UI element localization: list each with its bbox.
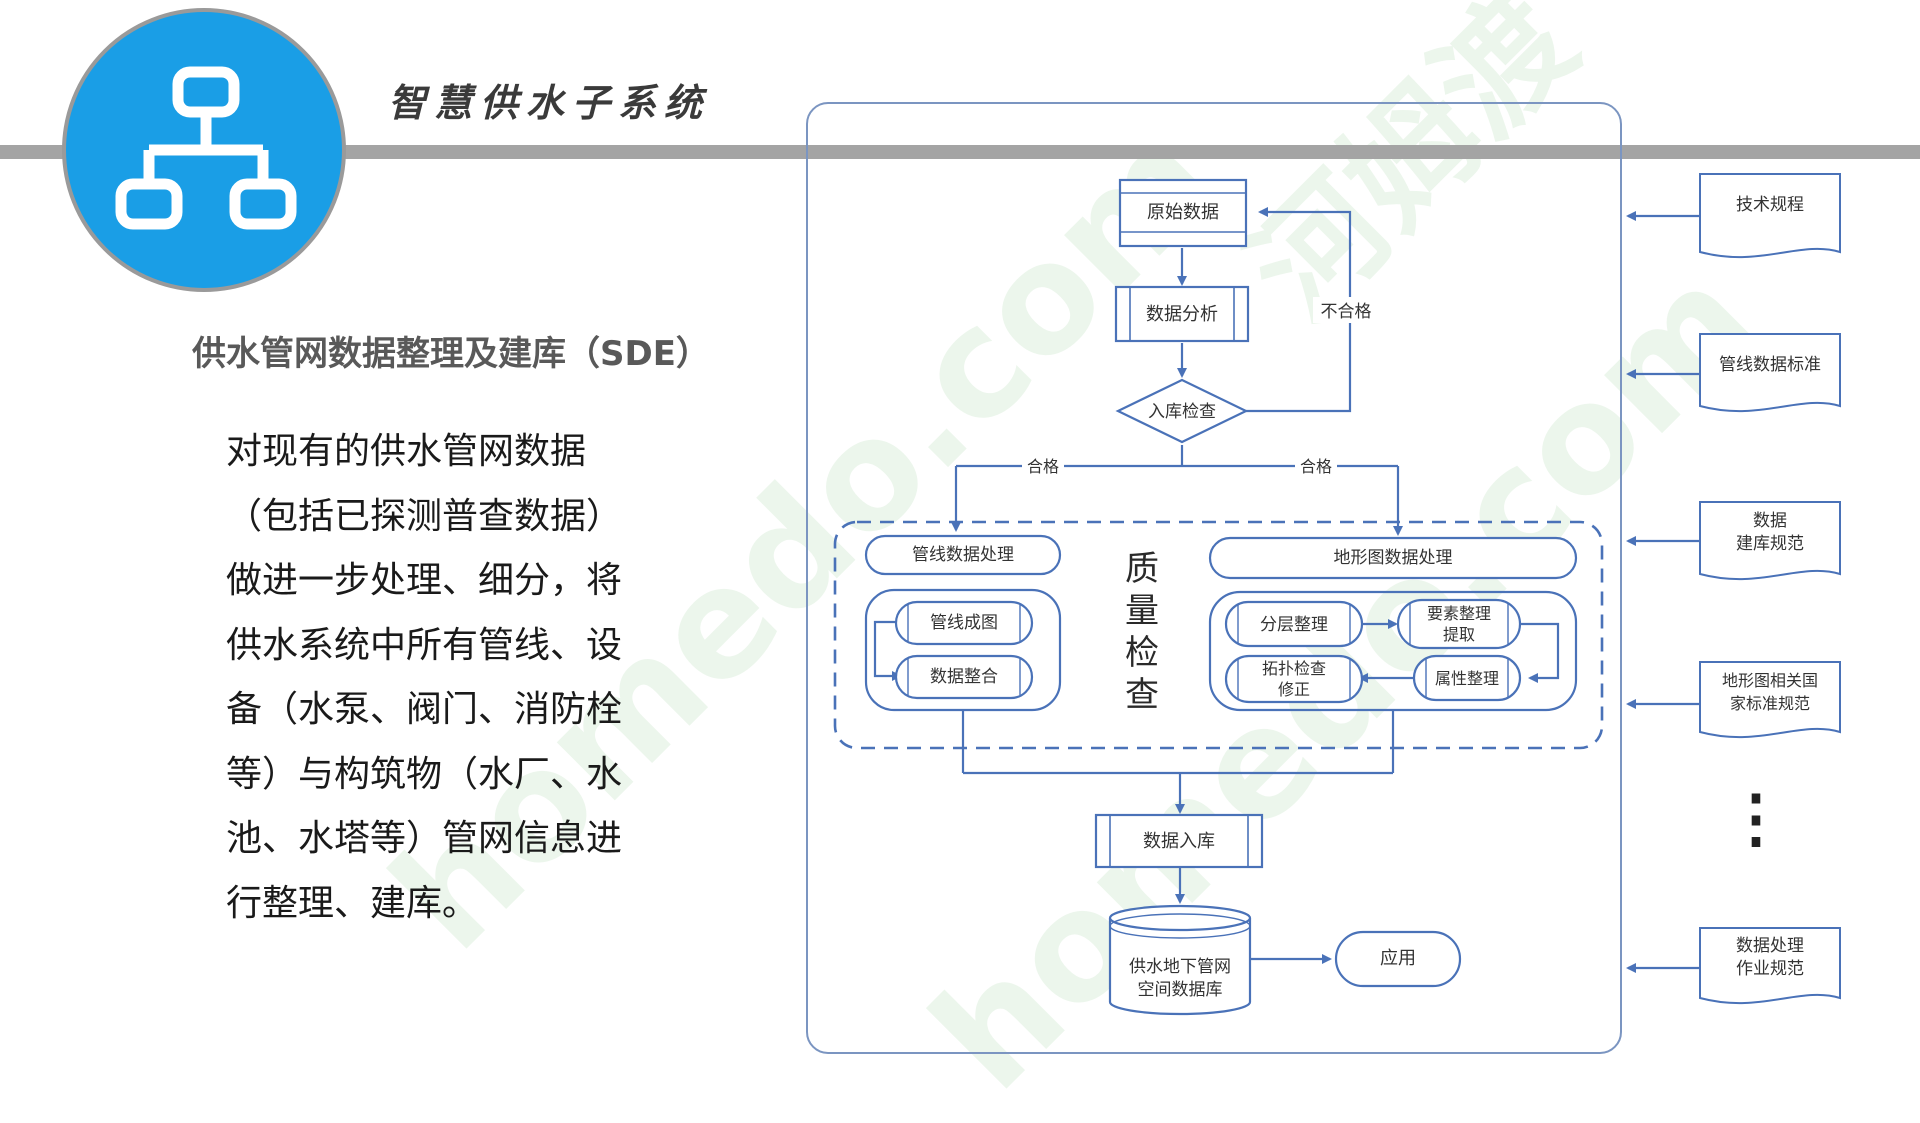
svg-text:提取: 提取 — [1443, 625, 1475, 644]
layer-sorting-node: 分层整理 — [1224, 600, 1364, 648]
svg-text:查: 查 — [1125, 675, 1159, 715]
section-heading: 供水管网数据整理及建库（SDE） — [192, 334, 710, 374]
description-line: 行整理、建库。 — [226, 882, 479, 924]
svg-text:要素整理: 要素整理 — [1427, 604, 1491, 623]
flowchart: 原始数据 数据分析 入库检查 不合格 合格 合格 管线数据处理 管线成图 数据整… — [833, 173, 1841, 1016]
description-line: （包括已探测普查数据） — [226, 495, 623, 537]
import-check-decision: 入库检查 — [1115, 378, 1249, 444]
standard-doc-pipeline-data: 管线数据标准 — [1699, 333, 1841, 413]
svg-text:量: 量 — [1125, 591, 1159, 631]
svg-text:属性整理: 属性整理 — [1435, 669, 1499, 688]
svg-text:数据入库: 数据入库 — [1143, 831, 1215, 852]
spatial-database-node: 供水地下管网 空间数据库 — [1108, 904, 1252, 1016]
pipeline-subgroup — [864, 588, 1062, 712]
standard-doc-processing: 数据处理 作业规范 — [1699, 927, 1841, 1005]
more-standards-ellipsis: ⋮ — [1724, 781, 1788, 856]
svg-text:分层整理: 分层整理 — [1260, 615, 1328, 635]
svg-text:修正: 修正 — [1278, 680, 1310, 699]
svg-text:应用: 应用 — [1380, 948, 1416, 969]
svg-text:作业规范: 作业规范 — [1736, 959, 1804, 979]
svg-text:数据: 数据 — [1753, 511, 1787, 531]
svg-text:地形图数据处理: 地形图数据处理 — [1334, 548, 1453, 568]
description-line: 池、水塔等）管网信息进 — [226, 818, 623, 859]
svg-text:管线成图: 管线成图 — [930, 613, 998, 633]
topo-subgroup — [1208, 590, 1578, 712]
svg-text:质: 质 — [1125, 549, 1159, 589]
standard-doc-tech-rules: 技术规程 — [1699, 173, 1841, 259]
logo-badge — [62, 8, 346, 292]
quality-check-label: 质 量 检 查 — [1125, 549, 1159, 715]
description-line: 等）与构筑物（水厂、水 — [226, 753, 623, 795]
data-import-node: 数据入库 — [1094, 813, 1264, 869]
pass-label-left: 合格 — [1027, 457, 1059, 476]
svg-text:数据处理: 数据处理 — [1736, 936, 1804, 956]
standard-doc-database: 数据 建库规范 — [1699, 501, 1841, 581]
network-hierarchy-icon — [115, 66, 297, 230]
description-line: 对现有的供水管网数据 — [226, 431, 587, 472]
topology-fix-node: 拓扑检查 修正 — [1224, 654, 1364, 704]
fail-label: 不合格 — [1321, 302, 1372, 322]
svg-text:技术规程: 技术规程 — [1736, 195, 1804, 215]
svg-text:管线数据处理: 管线数据处理 — [912, 545, 1014, 565]
data-integration-node: 数据整合 — [894, 654, 1034, 700]
attribute-sorting-node: 属性整理 — [1412, 654, 1522, 702]
standard-doc-topographic: 地形图相关国 家标准规范 — [1699, 661, 1841, 739]
svg-text:家标准规范: 家标准规范 — [1730, 694, 1810, 713]
svg-text:检: 检 — [1125, 633, 1159, 673]
pass-label-right: 合格 — [1300, 457, 1332, 476]
description-line: 做进一步处理、细分，将 — [226, 560, 623, 601]
raw-data-node: 原始数据 — [1118, 178, 1248, 248]
data-analysis-node: 数据分析 — [1114, 285, 1250, 343]
svg-text:数据分析: 数据分析 — [1146, 304, 1218, 325]
feature-extract-node: 要素整理 提取 — [1396, 598, 1522, 650]
svg-text:入库检查: 入库检查 — [1148, 402, 1216, 422]
svg-text:地形图相关国: 地形图相关国 — [1722, 671, 1818, 690]
pipeline-processing-node: 管线数据处理 — [864, 534, 1062, 576]
application-node: 应用 — [1334, 930, 1462, 988]
svg-text:拓扑检查: 拓扑检查 — [1262, 659, 1326, 678]
description-text: 对现有的供水管网数据 （包括已探测普查数据） 做进一步处理、细分，将 供水系统中… — [226, 420, 646, 936]
topo-processing-node: 地形图数据处理 — [1208, 536, 1578, 580]
flowchart-frame — [806, 102, 1622, 1054]
description-line: 供水系统中所有管线、设 — [226, 624, 623, 666]
svg-text:供水地下管网: 供水地下管网 — [1129, 957, 1231, 977]
quality-check-group — [833, 520, 1604, 750]
svg-text:建库规范: 建库规范 — [1736, 534, 1804, 554]
svg-text:空间数据库: 空间数据库 — [1138, 980, 1223, 1000]
header-divider-bar — [0, 145, 1920, 159]
app-title: 智慧供水子系统 — [388, 80, 711, 125]
svg-text:管线数据标准: 管线数据标准 — [1719, 355, 1821, 375]
pipeline-mapping-node: 管线成图 — [894, 600, 1034, 646]
description-line: 备（水泵、阀门、消防栓 — [226, 689, 623, 730]
svg-text:原始数据: 原始数据 — [1147, 202, 1219, 223]
svg-text:数据整合: 数据整合 — [930, 667, 998, 687]
